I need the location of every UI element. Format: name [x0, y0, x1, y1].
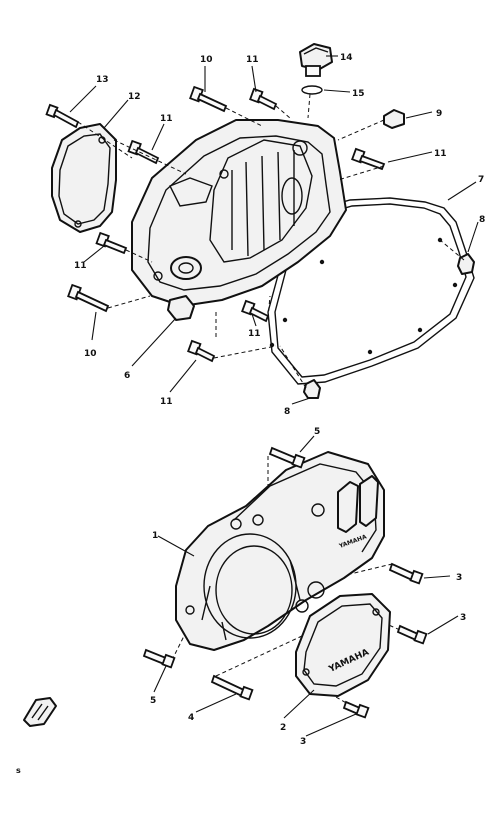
callout-11-bottom: 11 [160, 397, 173, 407]
crankcase-cover [131, 119, 347, 307]
callout-6: 6 [124, 371, 130, 381]
brand-mark-icon [23, 697, 57, 727]
callout-11-lower: 11 [248, 329, 261, 339]
callout-14: 14 [340, 53, 353, 63]
bolt-10-top [189, 85, 228, 113]
callout-4: 4 [188, 713, 194, 723]
upper-alignment-lines [77, 93, 465, 389]
screw-5-right [388, 562, 424, 585]
dowel-pin-right [457, 253, 475, 275]
oil-filler-cap [299, 43, 333, 77]
bolt-11-lower [241, 299, 270, 323]
bolt-11-top [249, 87, 278, 111]
bolt-13 [45, 103, 80, 129]
o-ring [301, 85, 323, 95]
plug-9 [383, 109, 405, 129]
screw-3-left [142, 648, 176, 669]
callout-1: 1 [152, 531, 158, 541]
bolt-10-left [67, 283, 110, 313]
bolt-11-bottom [187, 339, 216, 363]
leader-lines [69, 55, 479, 737]
crankcase-gasket [267, 197, 475, 385]
screw-4 [210, 674, 254, 701]
dowel-pin-bottom [303, 379, 321, 399]
callout-5-left: 5 [150, 696, 156, 706]
bolt-11-mid [127, 139, 160, 165]
bolt-11-left [95, 231, 128, 255]
callout-3-right: 3 [456, 573, 462, 583]
callout-15: 15 [352, 89, 365, 99]
bolt-11-right [351, 147, 386, 171]
callout-2: 2 [280, 723, 286, 733]
callout-11-right: 11 [434, 149, 447, 159]
screw-5-top [268, 446, 306, 469]
callout-5-top: 5 [314, 427, 320, 437]
side-cover-plate [51, 123, 117, 233]
screw-3-bottom [342, 700, 370, 719]
callout-10-top: 10 [200, 55, 213, 65]
round-cover: YAMAHA [295, 593, 391, 697]
callout-12: 12 [128, 92, 141, 102]
callout-11-top: 11 [246, 55, 259, 65]
callout-3-bottom: 3 [300, 737, 306, 747]
screw-5-cover [396, 624, 428, 645]
callout-7: 7 [478, 175, 484, 185]
page-mark: s [16, 766, 21, 775]
fitting-6 [167, 295, 195, 321]
callout-13: 13 [96, 75, 109, 85]
callout-labels: 13 12 10 11 11 14 15 9 11 7 8 11 10 6 11… [16, 53, 485, 775]
callout-11-left: 11 [74, 261, 87, 271]
callout-10-left: 10 [84, 349, 97, 359]
callout-8-right: 8 [479, 215, 485, 225]
callout-8-bottom: 8 [284, 407, 290, 417]
callout-3-cover: 3 [460, 613, 466, 623]
generator-cover: YAMAHA [175, 451, 385, 651]
callout-9: 9 [436, 109, 442, 119]
callout-11-mid: 11 [160, 114, 173, 124]
